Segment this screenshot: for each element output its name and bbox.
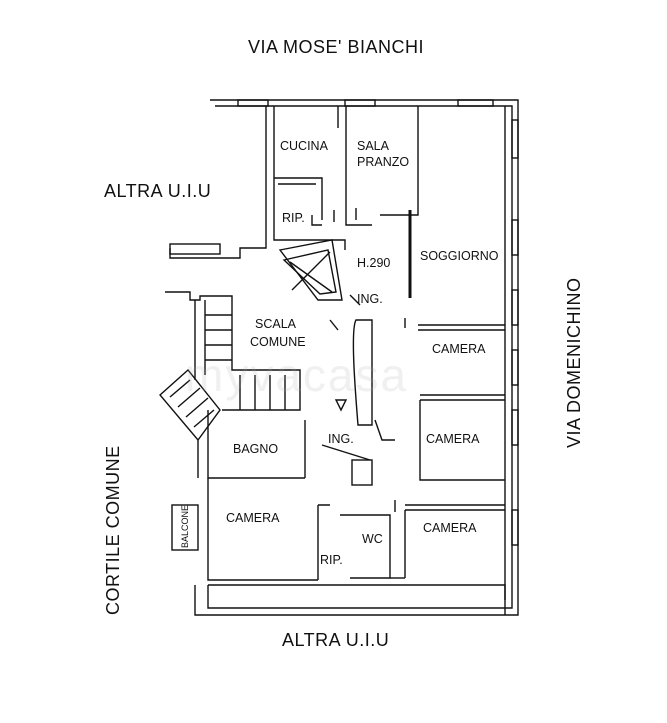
room-sala: SALA: [357, 139, 389, 153]
wall: [380, 106, 419, 216]
stair-label-1: SCALA: [255, 317, 296, 331]
window: [511, 219, 519, 256]
wall: [207, 478, 318, 581]
window: [344, 99, 376, 107]
street-left-label: CORTILE COMUNE: [103, 445, 123, 615]
entrance-top: ING.: [357, 292, 383, 306]
room-camera-1: CAMERA: [432, 342, 486, 356]
wall: [420, 394, 505, 401]
window: [511, 119, 519, 159]
window: [457, 99, 494, 107]
wall: [273, 106, 346, 250]
window: [169, 243, 221, 255]
window: [237, 99, 269, 107]
wall: [340, 514, 391, 579]
stair-label-2: COMUNE: [250, 335, 306, 349]
balcony: [171, 504, 199, 551]
room-bagno: BAGNO: [233, 442, 279, 456]
left-upper-label: ALTRA U.I.U: [104, 181, 212, 201]
height-label: H.290: [357, 256, 391, 270]
wall: [208, 584, 506, 615]
room-camera-2: CAMERA: [426, 432, 480, 446]
wall: [333, 208, 357, 222]
entrance-mid: ING.: [328, 432, 354, 446]
wall: [169, 106, 267, 259]
room-soggiorno: SOGGIORNO: [420, 249, 499, 263]
wall: [274, 177, 323, 220]
outer-wall: [194, 99, 519, 616]
stair-core: [282, 249, 337, 295]
stairwell: [165, 291, 301, 411]
room-camera-3: CAMERA: [226, 511, 280, 525]
wall: [311, 215, 322, 226]
room-camera-4: CAMERA: [423, 521, 477, 535]
stair-core: [278, 239, 343, 301]
room-pranzo: PRANZO: [357, 155, 410, 169]
street-top-label: VIA MOSE' BIANCHI: [248, 37, 424, 57]
room-rip-top: RIP.: [282, 211, 305, 225]
fixture: [351, 459, 373, 486]
window: [511, 509, 519, 546]
window: [511, 349, 519, 386]
outer-wall-inner: [207, 105, 513, 609]
wall: [337, 106, 372, 226]
balcony-label: BALCONE: [180, 504, 190, 548]
room-cucina: CUCINA: [280, 139, 328, 153]
wall: [418, 324, 505, 331]
wall: [405, 504, 505, 511]
window: [511, 409, 519, 446]
street-right-label: VIA DOMENICHINO: [564, 277, 584, 448]
room-rip-bottom: RIP.: [320, 553, 343, 567]
stair-diagonal: [159, 368, 221, 442]
watermark: myvacasa: [185, 349, 409, 401]
wall: [352, 319, 373, 426]
window: [511, 289, 519, 326]
room-wc: WC: [362, 532, 383, 546]
street-bottom-label: ALTRA U.I.U: [282, 630, 390, 650]
wall: [419, 400, 505, 481]
